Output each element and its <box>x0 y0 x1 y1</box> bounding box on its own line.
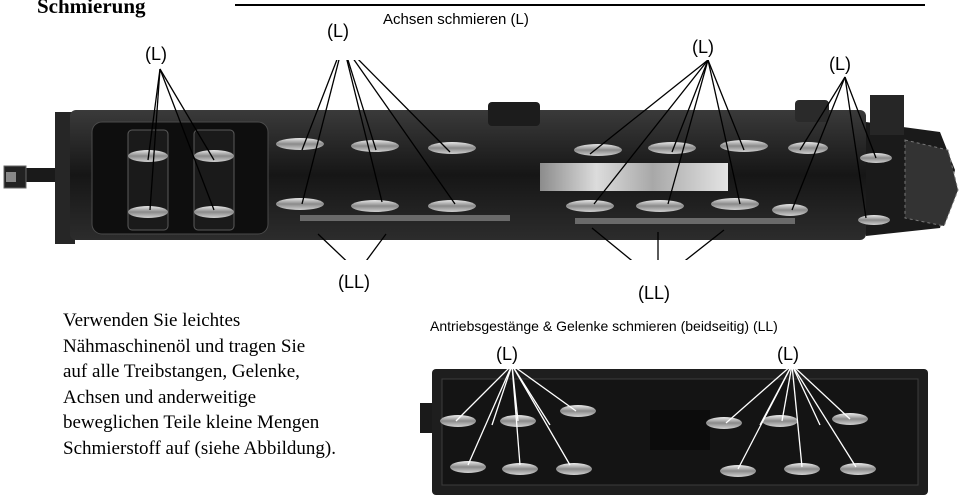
label-l-drivers-right: (L) <box>692 37 714 57</box>
instruction-line: Schmierstoff auf (siehe Abbildung). <box>63 437 336 459</box>
white-leader-lines <box>455 365 857 470</box>
bottom-figure-caption: Antriebsgestänge & Gelenke schmieren (be… <box>430 318 778 334</box>
top-figure-caption: Achsen schmieren (L) <box>383 11 529 28</box>
label-ll-rods-right: (LL) <box>638 283 671 303</box>
label-l-tender-bogie: (L) <box>145 44 167 64</box>
instruction-text: Verwenden Sie leichtes Nähmaschinenöl un… <box>63 308 423 461</box>
instruction-line: beweglichen Teile kleine Mengen <box>63 412 320 433</box>
instruction-line: Nähmaschinenöl und tragen Sie <box>63 335 306 357</box>
label-l-drivers-left: (L) <box>327 21 349 41</box>
instruction-line: auf alle Treibstangen, Gelenke, <box>63 361 300 382</box>
label-l-front-truck: (L) <box>829 54 851 74</box>
label-l-bottom-left: (L) <box>496 344 518 364</box>
instruction-line: Achsen und anderweitige <box>63 386 257 408</box>
header-rule <box>235 4 925 6</box>
section-title: Schmierung <box>37 0 146 18</box>
instruction-line: Verwenden Sie leichtes <box>63 310 241 331</box>
label-ll-rods-left: (LL) <box>338 272 371 292</box>
bogies-underside-photo <box>420 365 928 495</box>
locomotive-underside-photo <box>3 60 959 260</box>
leader-lines <box>147 60 877 260</box>
label-l-bottom-right: (L) <box>777 344 799 364</box>
